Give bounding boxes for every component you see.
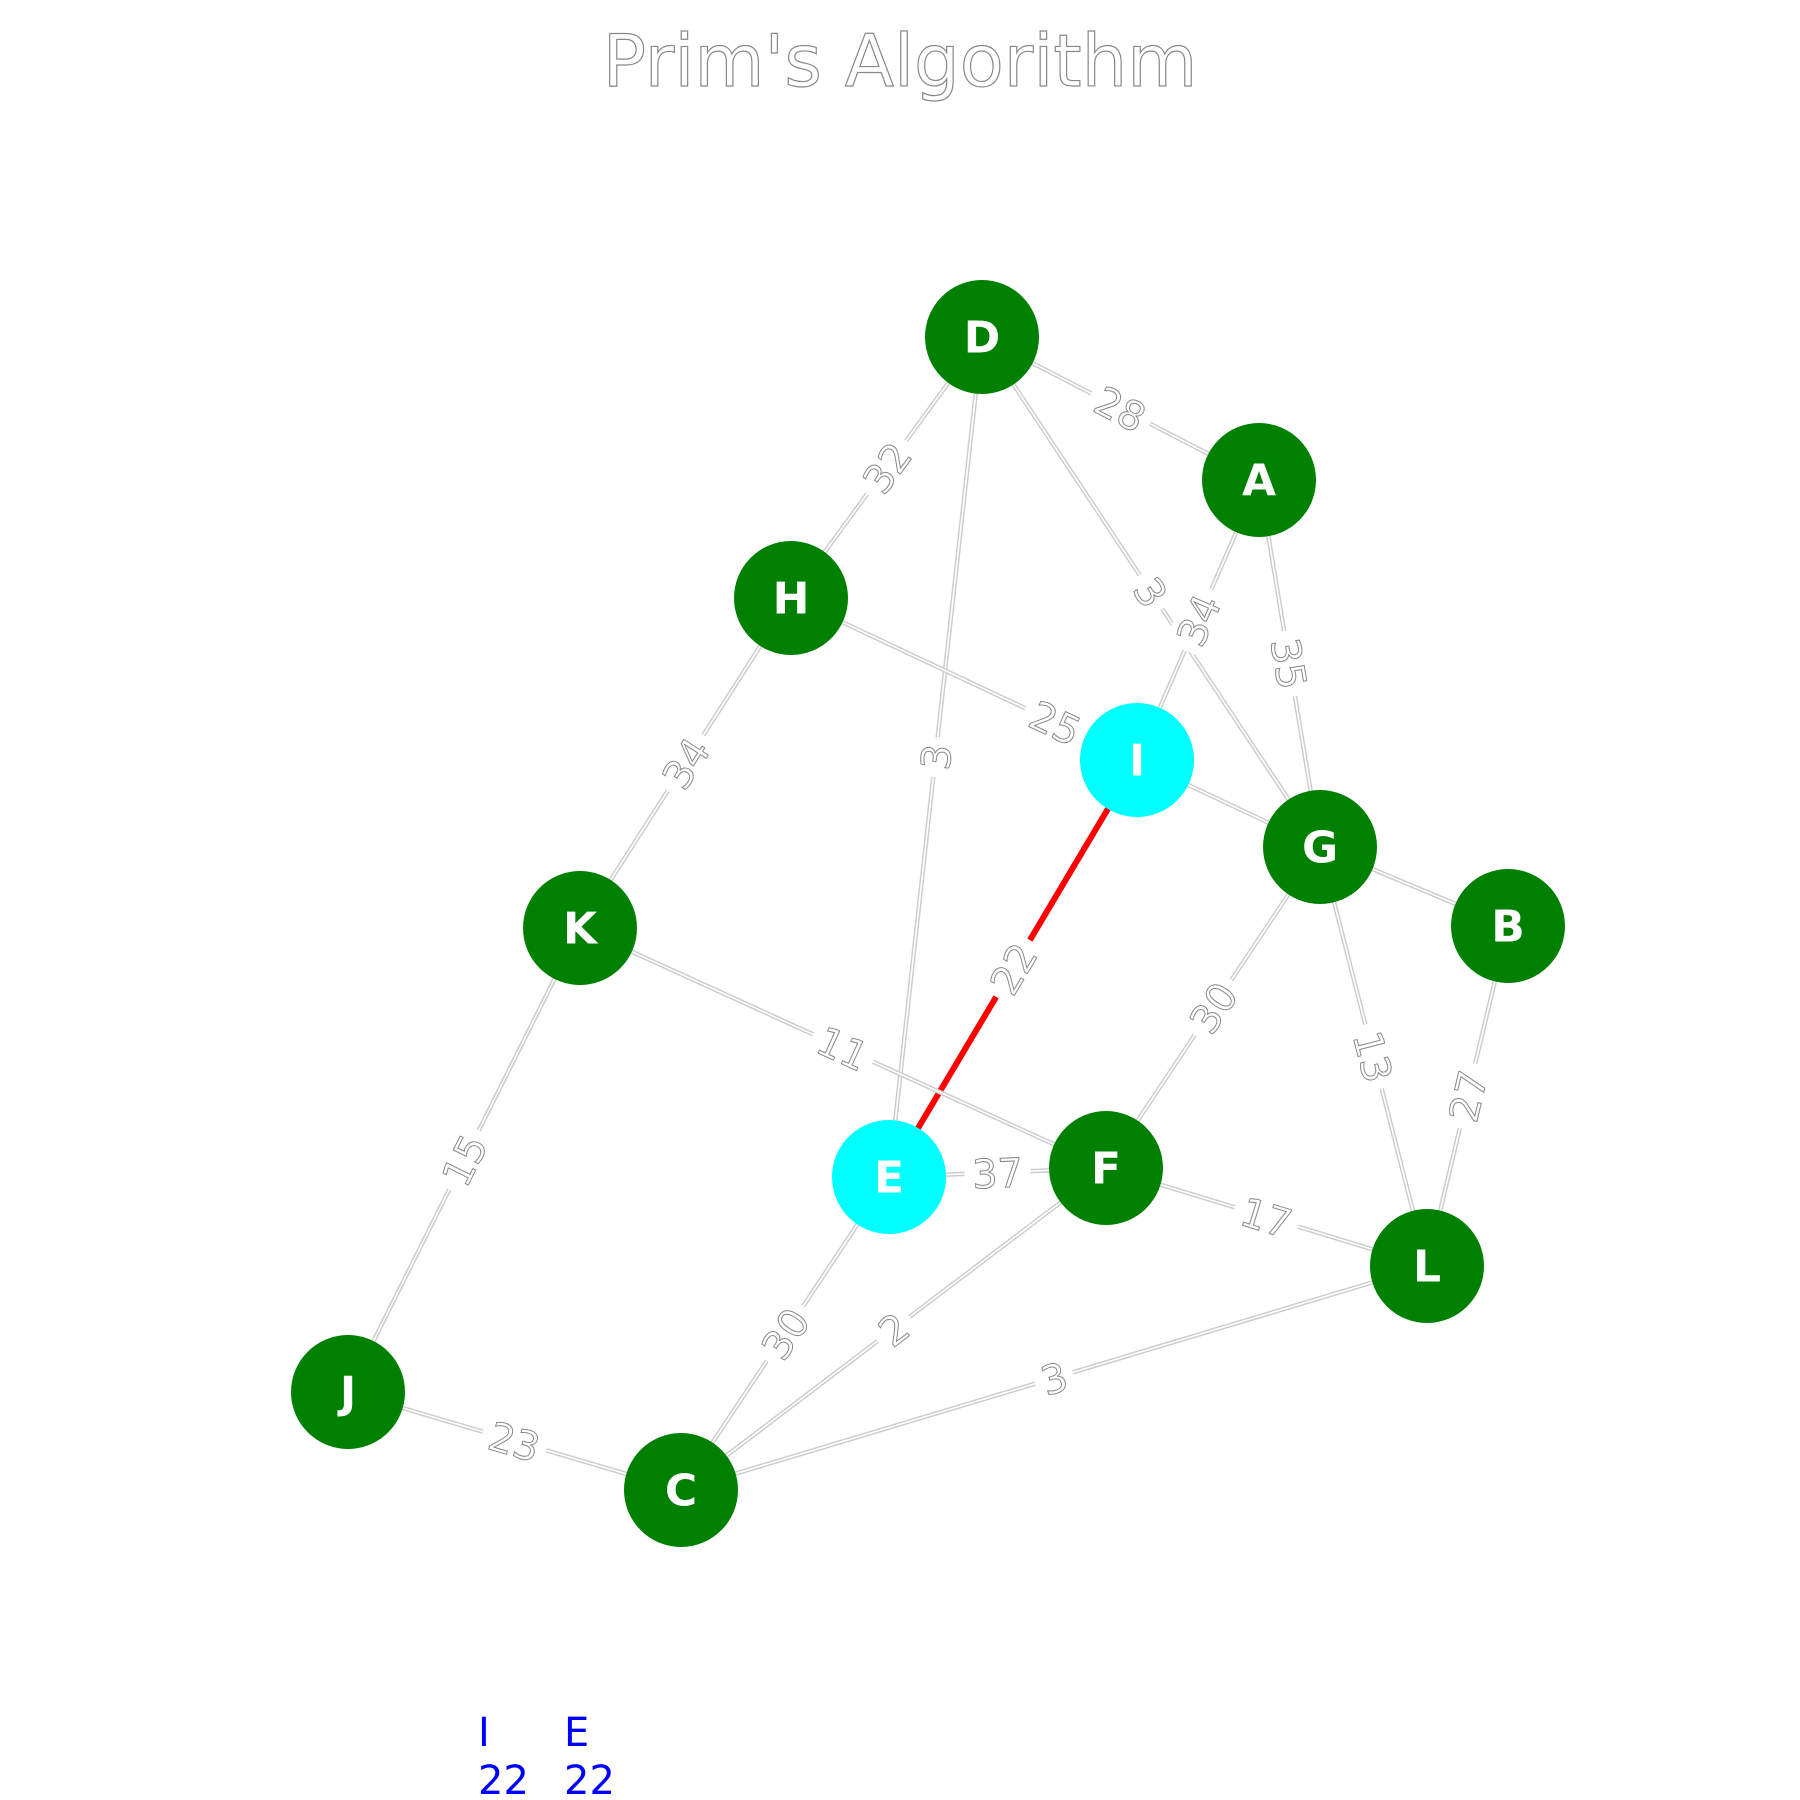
weight-label-text: 27 bbox=[1441, 1066, 1498, 1126]
weight-label: 28 bbox=[1081, 373, 1160, 444]
weight-label: 32 bbox=[849, 427, 924, 508]
node-circle bbox=[1080, 703, 1194, 817]
weight-label-text: 32 bbox=[855, 435, 922, 503]
weight-label: 13 bbox=[1342, 1019, 1403, 1094]
node-circle bbox=[832, 1120, 946, 1234]
node-f: F bbox=[1049, 1111, 1163, 1225]
node-label: G bbox=[1302, 823, 1338, 874]
node-label: E bbox=[874, 1153, 904, 1204]
weight-label: 3 bbox=[911, 734, 962, 780]
weight-label: 30 bbox=[1176, 967, 1250, 1048]
weight-label: 35 bbox=[1260, 627, 1317, 700]
weight-label: 37 bbox=[963, 1149, 1032, 1199]
node-l: L bbox=[1370, 1209, 1484, 1323]
node-circle bbox=[734, 541, 848, 655]
node-label: K bbox=[563, 904, 599, 955]
weight-label: 22 bbox=[977, 928, 1049, 1009]
caption-node-0: I bbox=[478, 1710, 490, 1756]
node-label: H bbox=[773, 574, 810, 625]
caption-weight-0: 22 bbox=[478, 1758, 529, 1800]
node-k: K bbox=[523, 871, 637, 985]
weight-label-text: 37 bbox=[971, 1150, 1024, 1198]
node-i: I bbox=[1080, 703, 1194, 817]
node-label: B bbox=[1491, 902, 1525, 953]
node-circle bbox=[1263, 790, 1377, 904]
weight-label: 23 bbox=[476, 1410, 553, 1473]
weight-label: 15 bbox=[429, 1120, 499, 1200]
weight-label-text: 35 bbox=[1261, 635, 1315, 693]
node-circle bbox=[1451, 869, 1565, 983]
weight-label: 30 bbox=[748, 1293, 822, 1374]
node-label: C bbox=[665, 1466, 697, 1517]
node-label: F bbox=[1091, 1144, 1121, 1195]
weight-label: 27 bbox=[1438, 1058, 1498, 1134]
weight-label: 3 bbox=[1028, 1351, 1080, 1406]
node-g: G bbox=[1263, 790, 1377, 904]
node-label: L bbox=[1413, 1242, 1441, 1293]
node-e: E bbox=[832, 1120, 946, 1234]
node-j: J bbox=[291, 1335, 405, 1449]
edge-layer bbox=[345, 335, 1511, 1493]
diagram-title: Prim's Algorithm bbox=[603, 19, 1198, 103]
weight-label: 34 bbox=[649, 723, 722, 803]
node-label: I bbox=[1129, 736, 1145, 787]
node-label: A bbox=[1242, 456, 1276, 507]
node-circle bbox=[1370, 1209, 1484, 1323]
weight-label-text: 3 bbox=[913, 742, 962, 772]
node-circle bbox=[523, 871, 637, 985]
caption-node-1: E bbox=[564, 1710, 589, 1756]
node-c: C bbox=[624, 1433, 738, 1547]
caption-weight-1: 22 bbox=[564, 1758, 615, 1800]
node-layer: D A H I G B K E F L J C bbox=[291, 280, 1565, 1547]
node-a: A bbox=[1202, 423, 1316, 537]
node-h: H bbox=[734, 541, 848, 655]
weight-label-text: 13 bbox=[1343, 1027, 1400, 1088]
weight-label: 17 bbox=[1228, 1186, 1305, 1249]
node-label: J bbox=[337, 1368, 356, 1419]
node-label: D bbox=[964, 313, 1001, 364]
node-b: B bbox=[1451, 869, 1565, 983]
weight-label: 2 bbox=[864, 1299, 923, 1359]
node-d: D bbox=[925, 280, 1039, 394]
weight-label: 11 bbox=[803, 1014, 883, 1082]
weight-label: 3 bbox=[1121, 563, 1181, 621]
node-circle bbox=[1202, 423, 1316, 537]
node-circle bbox=[624, 1433, 738, 1547]
node-circle bbox=[291, 1335, 405, 1449]
node-circle bbox=[1049, 1111, 1163, 1225]
node-circle bbox=[925, 280, 1039, 394]
